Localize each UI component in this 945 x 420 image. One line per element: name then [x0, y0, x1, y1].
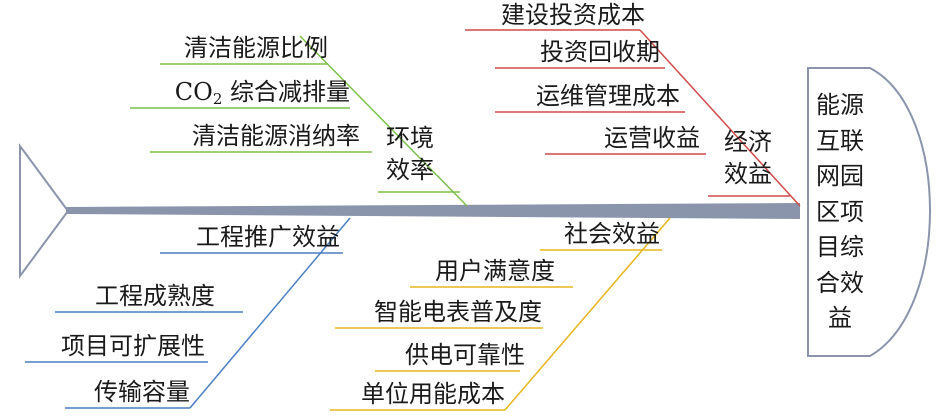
fish-tail [19, 142, 70, 280]
social-cause-4: 单位用能成本 [361, 380, 505, 408]
environment-cause-3: 清洁能源消纳率 [192, 122, 360, 150]
economic-cause-3: 运维管理成本 [536, 82, 680, 110]
environment-cause-2: CO2 综合减排量 [110, 78, 350, 108]
economic-bone-line [639, 29, 801, 207]
social-category: 社会效益 [564, 220, 660, 248]
engineering-category: 工程推广效益 [196, 223, 340, 251]
social-cause-3: 供电可靠性 [405, 341, 525, 369]
environment-bone [130, 35, 468, 207]
economic-category: 经济效益 [724, 128, 772, 188]
fish-head [807, 67, 931, 357]
social-cause-2: 智能电表普及度 [374, 298, 542, 326]
fish-head-title: 能源互联网园区项目综合效益 [816, 91, 864, 332]
engineering-bone-line [189, 217, 351, 409]
economic-bone [465, 29, 801, 207]
co2-subscript: 2 [212, 90, 223, 108]
engineering-cause-3: 传输容量 [94, 378, 190, 406]
fish-spine [66, 203, 800, 219]
economic-cause-4: 运营收益 [604, 124, 700, 152]
environment-cause-1: 清洁能源比例 [184, 34, 328, 62]
social-cause-1: 用户满意度 [435, 257, 555, 285]
engineering-cause-1: 工程成熟度 [95, 282, 215, 310]
environment-category: 环境效率 [386, 124, 434, 184]
engineering-bone [25, 217, 351, 409]
environment-cause-2-text: 综合减排量 [230, 78, 350, 106]
social-bone [330, 217, 671, 411]
economic-cause-1: 建设投资成本 [501, 1, 645, 29]
economic-cause-2: 投资回收期 [540, 38, 660, 66]
co2-prefix: CO [174, 78, 213, 106]
engineering-cause-2: 项目可扩展性 [61, 332, 205, 360]
